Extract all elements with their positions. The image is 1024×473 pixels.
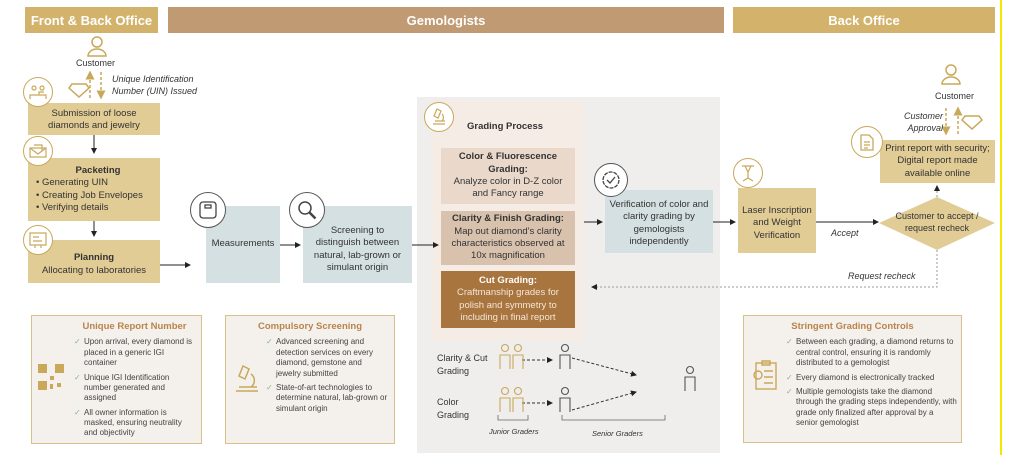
uin-issued-label: Unique Identification Number (UIN) Issue…: [112, 74, 198, 96]
clarity-grading-title: Clarity & Finish Grading:: [452, 213, 564, 225]
header-back-office: Back Office: [733, 7, 995, 33]
reception-icon: [23, 77, 53, 107]
submission-text: Submission of loose diamonds and jewelry: [48, 107, 140, 131]
packeting-item: • Creating Job Envelopes: [36, 189, 143, 201]
cut-grading-box: Cut Grading:Craftmanship grades for poli…: [441, 271, 575, 328]
card-item: Between each grading, a diamond returns …: [786, 337, 957, 368]
magnifier-icon: [289, 192, 325, 228]
decision-text: Customer to accept / request recheck: [895, 211, 979, 233]
card-item: Upon arrival, every diamond is placed in…: [74, 337, 195, 368]
print-report-text: Print report with security; Digital repo…: [885, 142, 990, 179]
stringent-grading-controls-card: Stringent Grading Controls Between each …: [743, 315, 962, 443]
packeting-box: Packeting • Generating UIN • Creating Jo…: [28, 158, 160, 221]
qr-code-icon: [38, 364, 64, 390]
clarity-grading-box: Clarity & Finish Grading:Map out diamond…: [441, 211, 575, 265]
microscope-icon: [424, 102, 454, 132]
envelope-icon: [23, 136, 53, 166]
submission-box: Submission of loose diamonds and jewelry: [28, 103, 160, 135]
checklist-icon: [753, 360, 777, 390]
screening-text: Screening to distinguish between natural…: [313, 224, 402, 273]
grading-process-title: Grading Process: [467, 121, 544, 132]
request-recheck-label: Request recheck: [848, 271, 916, 281]
card-item: Unique IGI Identification number generat…: [74, 373, 195, 404]
planning-title: Planning: [73, 252, 115, 264]
card-title: Compulsory Screening: [258, 321, 362, 332]
scale-icon: [190, 192, 226, 228]
packeting-item: • Verifying details: [36, 201, 109, 213]
laser-text: Laser Inscription and Weight Verificatio…: [742, 204, 812, 241]
card-item: Every diamond is electronically tracked: [786, 373, 957, 384]
microscope-icon: [236, 364, 258, 392]
measurements-text: Measurements: [211, 238, 275, 250]
verification-text: Verification of color and clarity gradin…: [609, 198, 709, 247]
clarity-cut-grading-label: Clarity & Cut Grading: [437, 353, 488, 376]
color-grading-title: Color & Fluorescence Grading:: [458, 151, 558, 175]
clarity-grading-text: Map out diamond's clarity characteristic…: [451, 225, 565, 262]
senior-graders-label: Senior Graders: [592, 429, 643, 438]
color-grading-text: Analyze color in D-Z color and Fancy ran…: [453, 176, 563, 200]
card-item: All owner information is masked, ensurin…: [74, 408, 195, 439]
decision-text-wrap: Customer to accept / request recheck: [895, 205, 979, 241]
customer-label-right: Customer: [935, 91, 975, 101]
laser-icon: [733, 158, 763, 188]
verification-box: Verification of color and clarity gradin…: [605, 190, 713, 253]
header-gemologists: Gemologists: [168, 7, 724, 33]
screening-box: Screening to distinguish between natural…: [303, 206, 412, 283]
document-icon: [851, 126, 883, 158]
header-front-back-office: Front & Back Office: [25, 7, 158, 33]
compulsory-screening-card: Compulsory Screening Advanced screening …: [225, 315, 395, 444]
junior-graders-label: Junior Graders: [489, 427, 539, 436]
planning-text: Allocating to laboratories: [41, 264, 147, 276]
decision-diamond: [879, 197, 995, 250]
color-grading-label: Color Grading: [437, 397, 470, 420]
card-title: Unique Report Number: [82, 321, 187, 332]
card-item: Advanced screening and detection service…: [266, 337, 388, 379]
card-item: State-of-art technologies to determine n…: [266, 383, 388, 414]
verified-badge-icon: [594, 163, 628, 197]
cut-grading-text: Craftmanship grades for polish and symme…: [457, 287, 559, 323]
unique-report-number-card: Unique Report Number Upon arrival, every…: [31, 315, 202, 444]
card-item: Multiple gemologists take the diamond th…: [786, 387, 957, 429]
cut-grading-title: Cut Grading:: [478, 274, 538, 286]
print-report-box: Print report with security; Digital repo…: [880, 140, 995, 183]
customer-label: Customer: [76, 58, 116, 68]
accept-label: Accept: [831, 228, 859, 238]
packeting-item: • Generating UIN: [36, 177, 108, 189]
packeting-title: Packeting: [75, 164, 121, 176]
card-title: Stringent Grading Controls: [791, 321, 914, 332]
planning-icon: [23, 225, 53, 255]
customer-approval-label: Customer Approval: [903, 111, 943, 134]
color-grading-box: Color & Fluorescence Grading:Analyze col…: [441, 148, 575, 204]
laser-inscription-box: Laser Inscription and Weight Verificatio…: [738, 188, 816, 253]
yellow-border: [1000, 0, 1002, 455]
